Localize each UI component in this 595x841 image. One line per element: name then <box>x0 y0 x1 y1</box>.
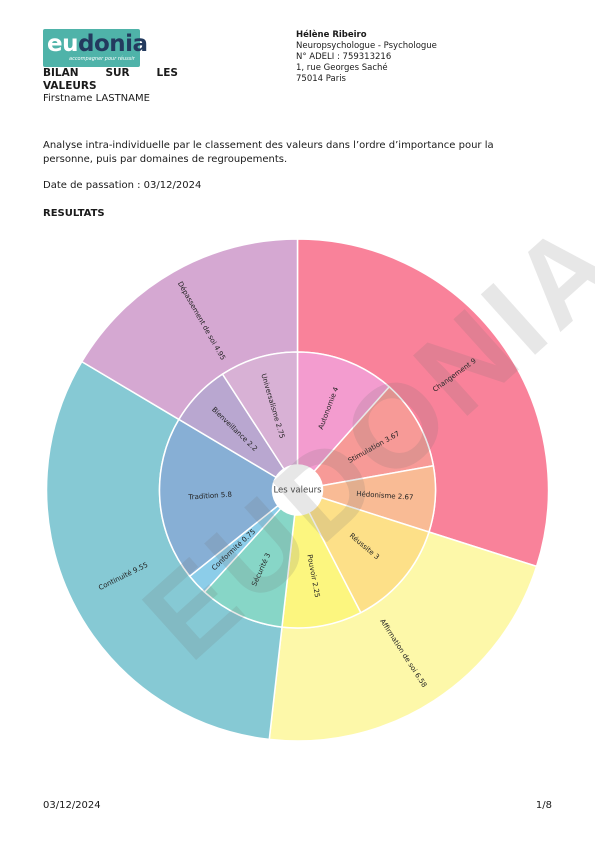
eudonia-logo: eudonia accompagner pour réussir <box>43 29 148 67</box>
patient-name: Firstname LASTNAME <box>43 93 150 104</box>
logo-tagline: accompagner pour réussir <box>69 56 135 62</box>
session-date: Date de passation : 03/12/2024 <box>43 180 202 191</box>
practitioner-name: Hélène Ribeiro <box>296 30 367 40</box>
practitioner-adeli: N° ADELI : 759313216 <box>296 52 392 62</box>
practitioner-city: 75014 Paris <box>296 74 346 84</box>
value-label-tradition: Tradition 5.8 <box>187 491 232 502</box>
chart-center-circle <box>272 465 323 515</box>
intro-paragraph: Analyse intra-individuelle par le classe… <box>43 140 494 165</box>
value-label-hedonisme: Hédonisme 2.67 <box>356 490 414 502</box>
practitioner-block: Hélène Ribeiro Neuropsychologue - Psycho… <box>296 30 437 85</box>
report-title: BILAN SUR LES VALEURS <box>43 67 178 92</box>
logo-primary: eu <box>47 31 78 57</box>
practitioner-address: 1, rue Georges Saché <box>296 63 388 73</box>
logo-wordmark: eudonia <box>47 31 148 57</box>
footer-page-number: 1/8 <box>535 800 552 811</box>
section-title: RESULTATS <box>43 208 105 219</box>
practitioner-title: Neuropsychologue - Psychologue <box>296 41 437 51</box>
footer-date: 03/12/2024 <box>43 800 101 811</box>
logo-secondary: donia <box>77 31 148 57</box>
chart-center-label: Les valeurs <box>273 486 322 496</box>
